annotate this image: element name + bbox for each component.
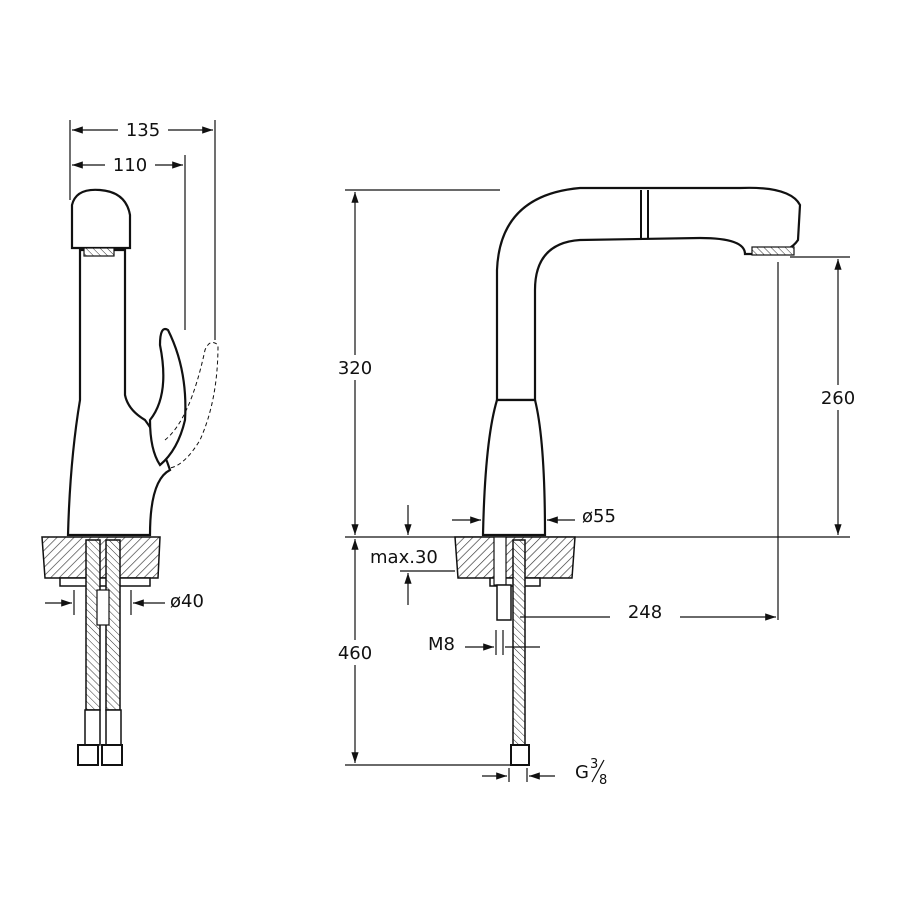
hose-ferrule bbox=[105, 709, 122, 746]
faucet-body-side bbox=[66, 248, 172, 537]
hose-nut-icon bbox=[77, 744, 99, 766]
thread-denominator: 8 bbox=[599, 773, 607, 788]
mounting-plate-side bbox=[59, 577, 151, 587]
dim-spout-reach: 248 bbox=[628, 602, 662, 623]
dim-deck-thickness: max.30 bbox=[370, 547, 438, 568]
thread-prefix: G bbox=[575, 762, 589, 783]
faucet-body-front bbox=[481, 398, 547, 537]
dim-shank-diameter: ø40 bbox=[170, 591, 204, 612]
mounting-stud bbox=[496, 584, 512, 621]
hose-nut-icon bbox=[101, 744, 123, 766]
dim-connection-thread: G 3 8 bbox=[575, 757, 607, 788]
lever-handle bbox=[148, 327, 187, 467]
front-view: 320 260 ø55 max.30 248 460 M8 G 3 8 bbox=[338, 186, 855, 788]
hose-ferrule bbox=[84, 709, 101, 746]
fraction-slash bbox=[591, 759, 605, 783]
dim-spout-depth: 110 bbox=[113, 155, 147, 176]
dim-spout-outlet-height: 260 bbox=[821, 388, 855, 409]
spray-head-outlet-side bbox=[83, 247, 115, 257]
spray-head-outlet bbox=[751, 246, 795, 256]
mounting-stud-side bbox=[96, 589, 110, 626]
shank-front bbox=[493, 536, 507, 586]
dim-overall-depth: 135 bbox=[126, 120, 160, 141]
hose-nut-icon bbox=[510, 744, 530, 766]
lever-swing-outline bbox=[164, 341, 219, 469]
side-view: 135 110 ø40 bbox=[41, 120, 219, 766]
countertop-section-side bbox=[41, 536, 161, 579]
spray-head-side bbox=[70, 188, 132, 250]
supply-hose bbox=[512, 539, 526, 746]
dim-hose-length: 460 bbox=[338, 643, 372, 664]
dim-body-diameter: ø55 bbox=[582, 506, 616, 527]
dim-stud-thread: M8 bbox=[428, 634, 455, 655]
dim-total-height: 320 bbox=[338, 358, 372, 379]
thread-numerator: 3 bbox=[590, 757, 598, 772]
